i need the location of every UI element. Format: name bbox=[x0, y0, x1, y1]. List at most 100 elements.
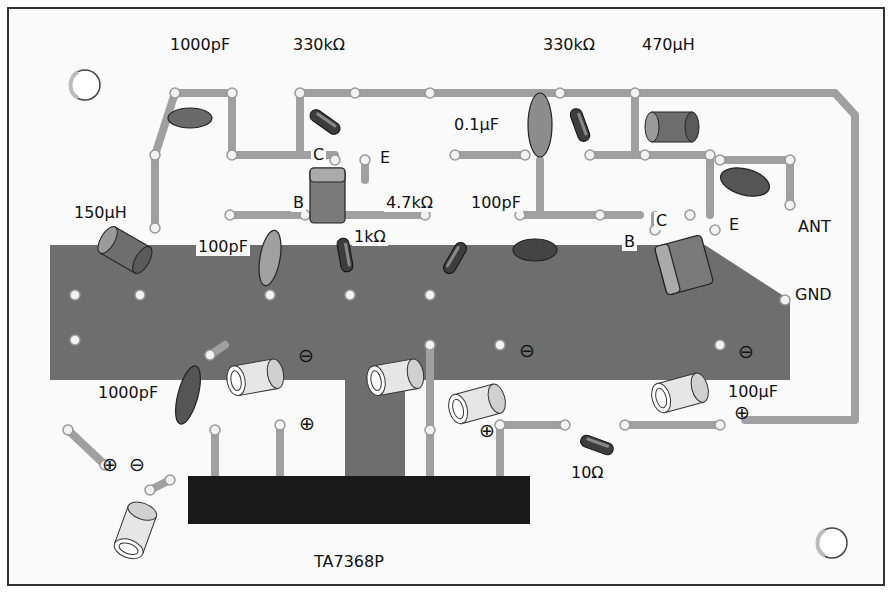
part-label: E bbox=[727, 216, 741, 234]
solder-pads bbox=[295, 88, 305, 98]
solder-pads bbox=[780, 295, 790, 305]
solder-pads bbox=[227, 150, 237, 160]
solder-pads bbox=[170, 88, 180, 98]
electrolytic-capacitor bbox=[649, 371, 712, 415]
board-outline bbox=[8, 8, 884, 585]
transistor-symbol bbox=[310, 168, 714, 295]
part-label: 100μF bbox=[726, 383, 780, 401]
solder-pads bbox=[495, 340, 505, 350]
capacitor-symbol bbox=[513, 239, 557, 261]
capacitor-symbol bbox=[255, 229, 284, 288]
resistor-symbol bbox=[308, 107, 615, 456]
polarity-mark: ⊕ bbox=[477, 421, 497, 439]
solder-pads bbox=[165, 475, 175, 485]
copper-traces bbox=[536, 160, 544, 215]
solder-pads bbox=[425, 290, 435, 300]
copper-traces bbox=[68, 93, 855, 490]
capacitor-symbol bbox=[171, 363, 206, 426]
board-outline bbox=[8, 8, 884, 585]
copper-traces bbox=[645, 155, 710, 215]
solder-pads bbox=[150, 223, 160, 233]
solder-pads bbox=[265, 290, 275, 300]
part-label: B bbox=[622, 233, 637, 251]
part-label: 330kΩ bbox=[291, 36, 347, 54]
electrolytic-capacitor bbox=[225, 358, 286, 397]
part-label: C bbox=[311, 146, 326, 164]
capacitor-symbol bbox=[528, 93, 552, 157]
electrolytic-capacitor bbox=[365, 358, 426, 397]
solder-pads bbox=[585, 150, 595, 160]
solder-pads bbox=[520, 150, 530, 160]
inductor-symbol bbox=[645, 112, 699, 142]
part-label: 1000pF bbox=[168, 36, 232, 54]
electrolytic-capacitor bbox=[111, 358, 711, 563]
resistor-symbol bbox=[579, 434, 615, 457]
part-label: 150μH bbox=[72, 204, 129, 222]
copper-traces bbox=[276, 425, 284, 475]
solder-pads bbox=[495, 420, 505, 430]
copper-traces bbox=[455, 151, 525, 159]
transistor-symbol bbox=[654, 235, 713, 296]
board-outline bbox=[70, 70, 100, 100]
capacitor-symbol bbox=[168, 93, 773, 427]
copper-traces bbox=[631, 93, 639, 150]
solder-pads bbox=[210, 425, 220, 435]
solder-pads bbox=[227, 88, 237, 98]
solder-pads bbox=[620, 420, 630, 430]
polarity-mark: ⊖ bbox=[127, 455, 147, 473]
part-label: 1000pF bbox=[96, 384, 160, 402]
board-outline bbox=[70, 72, 78, 98]
solder-pads bbox=[225, 210, 235, 220]
capacitor-symbol bbox=[717, 163, 772, 201]
transistor-symbol bbox=[654, 243, 680, 295]
polarity-mark: ⊖ bbox=[296, 346, 316, 364]
copper-traces bbox=[500, 425, 565, 475]
solder-pads bbox=[715, 155, 725, 165]
solder-pads bbox=[425, 425, 435, 435]
part-label: 330kΩ bbox=[541, 36, 597, 54]
capacitor-symbol bbox=[168, 108, 212, 128]
resistor-symbol bbox=[441, 240, 468, 275]
solder-pads bbox=[785, 155, 795, 165]
solder-pads bbox=[63, 425, 73, 435]
electrolytic-capacitor bbox=[446, 382, 509, 426]
part-label: 0.1μF bbox=[452, 116, 501, 134]
inductor-symbol bbox=[94, 224, 156, 277]
part-label: 1kΩ bbox=[352, 228, 388, 246]
solder-pads bbox=[785, 200, 795, 210]
copper-traces bbox=[211, 430, 219, 475]
solder-pads bbox=[360, 155, 370, 165]
solder-pads bbox=[425, 88, 435, 98]
solder-pads bbox=[145, 485, 155, 495]
resistor-symbol bbox=[308, 107, 343, 136]
board-outline bbox=[817, 530, 825, 556]
solder-pads bbox=[715, 340, 725, 350]
copper-traces bbox=[175, 89, 232, 97]
solder-pads bbox=[275, 420, 285, 430]
polarity-mark: ⊕ bbox=[100, 455, 120, 473]
solder-pads bbox=[330, 155, 340, 165]
solder-pads bbox=[595, 210, 605, 220]
part-label: B bbox=[291, 194, 306, 212]
polarity-mark: ⊕ bbox=[732, 403, 752, 421]
ic-body bbox=[188, 476, 530, 524]
solder-pads bbox=[63, 88, 795, 495]
copper-traces bbox=[232, 93, 300, 155]
ic-body bbox=[188, 476, 530, 524]
solder-pads bbox=[70, 290, 80, 300]
solder-pads bbox=[345, 290, 355, 300]
solder-pads bbox=[715, 420, 725, 430]
polarity-mark: ⊖ bbox=[736, 342, 756, 360]
part-label: E bbox=[378, 149, 392, 167]
board-outline bbox=[817, 528, 847, 558]
part-label: 100pF bbox=[469, 194, 523, 212]
copper-traces bbox=[520, 211, 640, 219]
polarity-mark: ⊖ bbox=[517, 341, 537, 359]
part-label: GND bbox=[793, 286, 834, 304]
transistor-symbol bbox=[654, 235, 713, 296]
solder-pads bbox=[560, 420, 570, 430]
solder-pads bbox=[135, 290, 145, 300]
transistor-symbol bbox=[310, 168, 345, 182]
inductor-symbol bbox=[94, 112, 699, 276]
